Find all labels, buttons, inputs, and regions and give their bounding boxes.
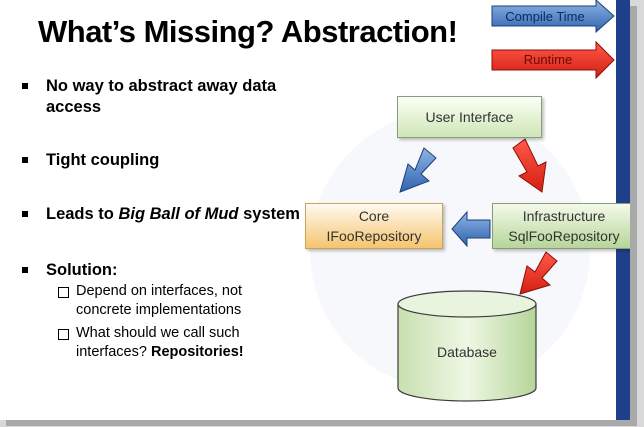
slide-title: What’s Missing? Abstraction!	[38, 14, 458, 49]
runtime-arrow-ui-to-infra-icon	[512, 138, 547, 193]
sub-bullet-item: Depend on interfaces, not concrete imple…	[58, 282, 288, 320]
slide: What’s Missing? Abstraction! No way to a…	[0, 0, 630, 420]
legend-runtime: Runtime	[491, 40, 615, 80]
bullet-square-icon	[22, 83, 28, 89]
user-interface-box: User Interface	[397, 96, 542, 138]
infrastructure-box: Infrastructure SqlFooRepository	[492, 203, 630, 249]
legend-compile-time: Compile Time	[491, 0, 615, 34]
sub-bullet-item: What should we call such interfaces? Rep…	[58, 324, 273, 362]
compile-arrow-ui-to-core-icon	[399, 147, 437, 193]
bullet-square-icon	[22, 157, 28, 163]
bullet-text: Tight coupling	[46, 151, 160, 169]
bullet-text: Solution:	[46, 261, 118, 279]
core-box: Core IFooRepository	[305, 203, 443, 249]
sub-bullet-text: What should we call such interfaces? Rep…	[76, 324, 273, 362]
bullet-square-icon	[22, 267, 28, 273]
legend-runtime-label: Runtime	[524, 52, 572, 67]
database-label: Database	[437, 344, 497, 360]
runtime-arrow-icon	[491, 40, 615, 80]
sub-bullet-text: Depend on interfaces, not concrete imple…	[76, 283, 243, 318]
bullet-item: Leads to Big Ball of Mud system	[22, 204, 300, 225]
diagram-canvas: Compile Time Runtime	[397, 0, 615, 402]
compile-time-arrow-icon	[491, 0, 615, 34]
checkbox-square-icon	[58, 287, 69, 298]
bullet-text: Leads to Big Ball of Mud system	[46, 204, 300, 225]
legend-compile-time-label: Compile Time	[505, 9, 584, 24]
bullet-text: No way to abstract away data access	[46, 77, 277, 116]
checkbox-square-icon	[58, 329, 69, 340]
bullet-item: No way to abstract away data access	[22, 76, 297, 118]
compile-arrow-infra-to-core-icon	[451, 210, 491, 248]
infrastructure-class-name: SqlFooRepository	[508, 228, 620, 244]
infrastructure-title: Infrastructure	[522, 208, 606, 224]
sub-bullet-text-strong: Repositories!	[150, 344, 244, 360]
bullet-text-post: system	[238, 205, 300, 223]
bullet-text-emphasis: Big Ball of Mud	[118, 205, 239, 223]
bullet-text-pre: Leads to	[46, 205, 119, 223]
database-cylinder	[397, 290, 537, 402]
user-interface-label: User Interface	[425, 109, 514, 125]
sub-bullet-text-pre: What should we call such interfaces?	[76, 325, 240, 360]
runtime-arrow-infra-to-db-icon	[519, 251, 558, 295]
core-title: Core	[358, 208, 390, 224]
slide-shadow-bottom	[6, 420, 637, 426]
core-interface-name: IFooRepository	[326, 228, 422, 244]
bullet-item: Tight coupling	[22, 150, 159, 171]
bullet-square-icon	[22, 211, 28, 217]
slide-shadow-right	[630, 6, 637, 426]
bullet-item: Solution:	[22, 260, 117, 281]
